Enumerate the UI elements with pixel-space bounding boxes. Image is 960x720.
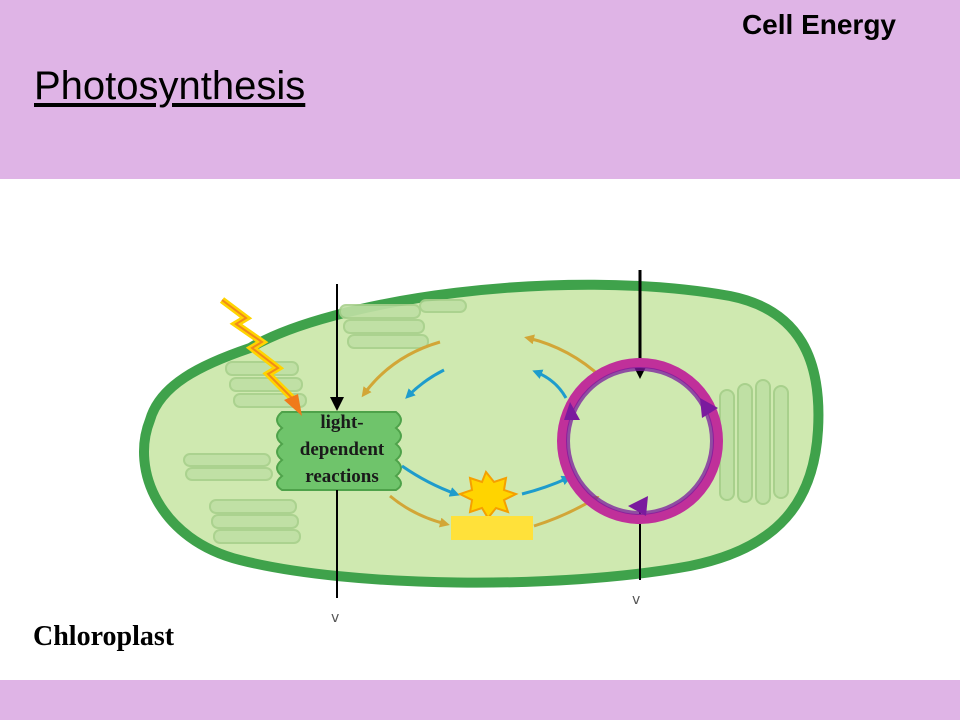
gold-arrow-lower-left <box>389 494 450 528</box>
calvin-cycle-ring-inner <box>566 367 714 515</box>
blue-arrow-lower-left <box>401 464 460 497</box>
slide-title: Photosynthesis <box>34 64 306 108</box>
blue-arrow-upper-left <box>405 368 445 399</box>
chloroplast-diagram: v v <box>139 270 824 626</box>
gold-arrow-upper-left <box>361 340 441 398</box>
left-output-mark: v <box>331 610 339 626</box>
yellow-block <box>451 516 533 540</box>
light-dependent-label: light- dependent reactions <box>299 412 385 487</box>
cycle-arrowheads-icon <box>564 398 718 516</box>
thylakoid-stack-right-icon <box>719 379 789 505</box>
sunlight-arrowhead-icon <box>284 394 302 416</box>
chloroplast-caption: Chloroplast <box>33 621 175 652</box>
calvin-cycle-ring-outer <box>557 358 723 524</box>
blue-arrow-lower-right <box>521 475 572 496</box>
right-output-mark: v <box>632 592 640 608</box>
header-label: Cell Energy <box>741 9 896 40</box>
sunlight-bolt-outline <box>221 299 297 403</box>
light-dependent-box <box>276 411 402 491</box>
blue-arrow-upper-right <box>532 369 568 399</box>
header-band <box>0 0 960 179</box>
footer-band <box>0 680 960 720</box>
